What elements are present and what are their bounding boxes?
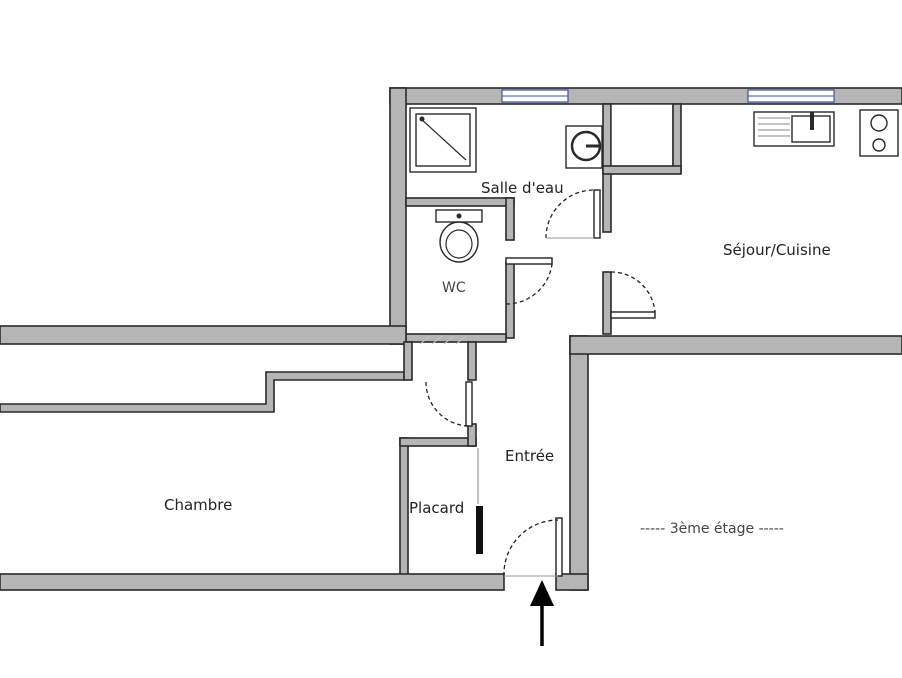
door-entree bbox=[503, 517, 563, 577]
wall-bath-left bbox=[389, 87, 407, 345]
wall-wc-right bbox=[505, 261, 515, 339]
door-wc bbox=[505, 257, 553, 305]
cooktop-icon bbox=[859, 109, 899, 157]
label-wc: WC bbox=[442, 280, 466, 296]
wall-entree-right bbox=[569, 335, 589, 591]
label-placard: Placard bbox=[409, 499, 464, 517]
wall-entree-bottom-right bbox=[555, 573, 589, 591]
wall-sejour-corner bbox=[602, 271, 612, 335]
shower-icon bbox=[409, 107, 477, 173]
label-entree: Entrée bbox=[505, 447, 554, 465]
wall-corridor-stub bbox=[467, 341, 477, 381]
entrance-arrow-icon bbox=[530, 580, 554, 646]
label-floor: ----- 3ème étage ----- bbox=[640, 521, 784, 537]
kitchen-sink-icon bbox=[753, 111, 835, 147]
door-sejour bbox=[610, 271, 656, 319]
wall-wc-bottom bbox=[405, 333, 507, 343]
placard-door bbox=[476, 506, 483, 554]
sink-icon bbox=[565, 125, 603, 169]
wall-placard-right bbox=[467, 423, 477, 447]
wall-cabinet-bottom bbox=[602, 165, 682, 175]
hatching bbox=[419, 335, 467, 345]
windows bbox=[501, 89, 835, 103]
door-salle-d-eau bbox=[545, 189, 601, 239]
wall-bath-wc bbox=[405, 197, 515, 207]
label-sejour-cuisine: Séjour/Cuisine bbox=[723, 241, 831, 259]
kitchen-cabinet bbox=[610, 103, 674, 169]
wall-chambre-step bbox=[0, 371, 405, 413]
door-chambre bbox=[425, 381, 473, 427]
toilet-icon bbox=[435, 209, 483, 263]
wall-sejour-bottom bbox=[569, 335, 902, 355]
label-salle-d-eau: Salle d'eau bbox=[481, 179, 564, 197]
wall-placard-top bbox=[399, 437, 477, 447]
wall-corridor-left bbox=[403, 341, 413, 381]
wall-placard-left bbox=[399, 437, 409, 579]
label-chambre: Chambre bbox=[164, 496, 232, 514]
wall-bath-wc-step bbox=[505, 197, 515, 241]
wall-cabinet-right bbox=[672, 103, 682, 173]
wall-bottom bbox=[0, 573, 505, 591]
wall-left-upper bbox=[0, 325, 407, 345]
